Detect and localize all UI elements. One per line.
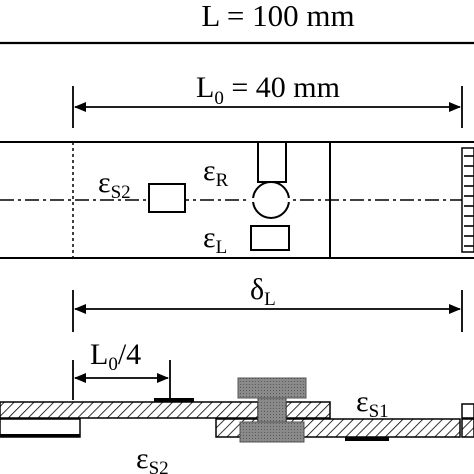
gauge-length-label: L0 = 40 mm <box>196 71 340 109</box>
gauge-length-dimension: L0 = 40 mm <box>72 71 463 128</box>
eps-s1-label: εS1 <box>356 385 389 422</box>
overall-length-label: L = 100 mm <box>201 0 354 33</box>
strain-gauge-s1 <box>345 437 389 441</box>
delta-label: δL <box>250 273 276 310</box>
gauge-l-pad <box>250 225 290 251</box>
gauge-r-pad <box>257 141 287 183</box>
specimen-side-view: εS1 εS2 <box>0 377 474 474</box>
side-clip <box>461 403 474 419</box>
eps-l-label: εL <box>203 221 227 258</box>
eps-s2-label: εS2 <box>98 166 131 203</box>
quarter-gauge-dimension: L0/4 <box>72 338 171 400</box>
strain-gauge-top <box>154 398 194 402</box>
fastener-nut <box>239 421 305 443</box>
overall-length-dimension: L = 100 mm <box>0 0 474 45</box>
upper-plate <box>0 401 259 419</box>
end-tab-base <box>0 434 80 437</box>
gauge-s2-pad <box>148 183 186 213</box>
side-clip-lower <box>461 418 474 438</box>
displacement-dimension: δL <box>72 273 463 332</box>
quarter-label: L0/4 <box>90 338 141 375</box>
eps-r-label: εR <box>203 154 229 191</box>
specimen-plan-view: εS2 εR εL <box>0 141 474 259</box>
clip-teeth <box>464 155 474 247</box>
fastener-head <box>237 377 307 399</box>
eps-s2-bottom-label: εS2 <box>136 442 169 474</box>
upper-plate-end <box>285 401 331 419</box>
centerline-gap <box>250 198 290 202</box>
